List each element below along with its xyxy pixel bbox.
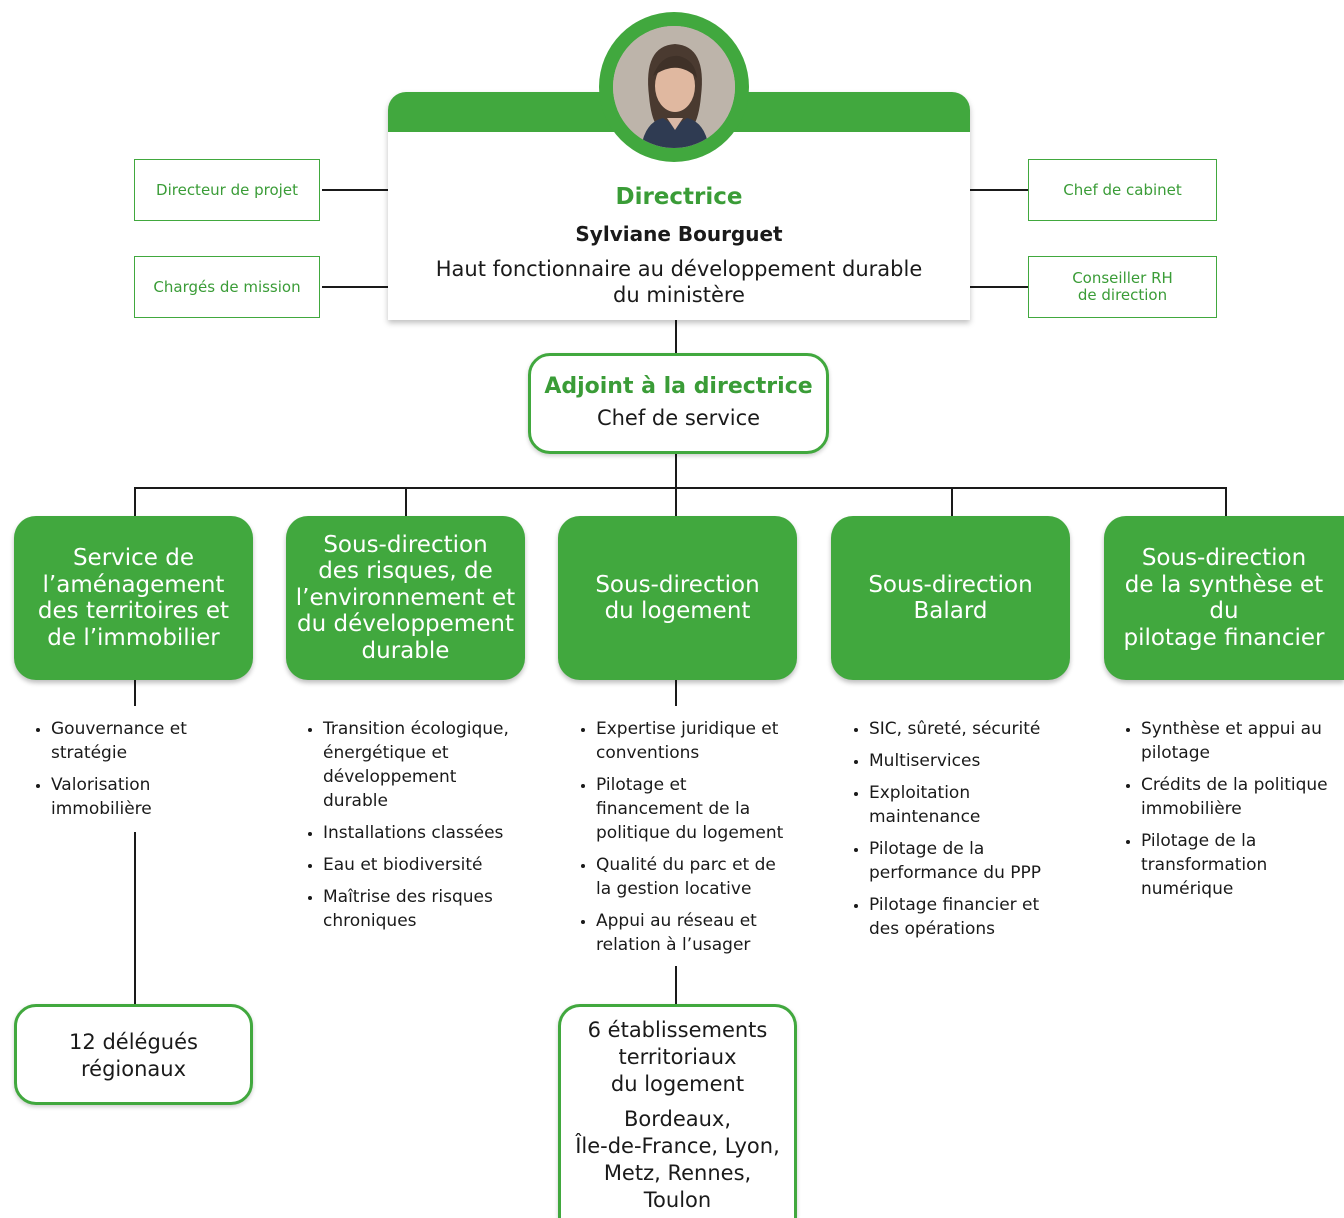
dept-2-name-line: Sous-direction bbox=[323, 531, 488, 558]
list-item: Installations classées bbox=[308, 821, 538, 845]
connector-dept-1 bbox=[134, 487, 136, 516]
establishments-city-line: Bordeaux, bbox=[623, 1107, 732, 1131]
connector-directeur-projet bbox=[322, 189, 388, 191]
connector-horizontal-bus bbox=[134, 487, 1226, 489]
director-title-line-2: du ministère bbox=[613, 283, 745, 307]
dept-5-name-line: Sous-direction bbox=[1141, 545, 1307, 571]
deputy-subtitle: Chef de service bbox=[596, 406, 761, 430]
directeur-de-projet-label: Directeur de projet bbox=[156, 180, 298, 199]
establishments-box: 6 établissements territoriaux du logemen… bbox=[558, 1004, 797, 1218]
dept-3-name-line: Sous-direction bbox=[595, 571, 760, 598]
dept-1-name-line: Service de bbox=[72, 545, 195, 571]
dept-4-name-line: Balard bbox=[913, 598, 988, 624]
dept-5-name-line: de la synthèse et du bbox=[1124, 571, 1324, 625]
connector-dept-4 bbox=[951, 487, 953, 516]
dept-3-name-line: du logement bbox=[604, 598, 751, 624]
deputy-role: Adjoint à la directrice bbox=[544, 374, 813, 399]
dept-2-name-line: des risques, de bbox=[318, 558, 493, 585]
dept-risques-box: Sous-direction des risques, de l’environ… bbox=[286, 516, 525, 680]
connector-dept3-establishments bbox=[675, 966, 677, 1004]
establishments-title-line: du logement bbox=[610, 1072, 745, 1096]
deputy-box: Adjoint à la directrice Chef de service bbox=[528, 353, 829, 454]
list-item: Multiservices bbox=[854, 749, 1074, 773]
connector-dept-5 bbox=[1225, 487, 1227, 516]
dept-1-name-line: des territoires et bbox=[37, 598, 230, 624]
charges-de-mission-label: Chargés de mission bbox=[153, 277, 301, 296]
director-photo-frame bbox=[599, 12, 749, 162]
connector-director-deputy bbox=[675, 320, 677, 353]
director-role: Directrice bbox=[615, 184, 743, 210]
connector-dept3-list bbox=[675, 680, 677, 706]
dept-synthese-box: Sous-direction de la synthèse et du pilo… bbox=[1104, 516, 1344, 680]
conseiller-rh-label-line-1: Conseiller RH bbox=[1072, 269, 1173, 287]
dept-amenagement-box: Service de l’aménagement des territoires… bbox=[14, 516, 253, 680]
director-photo bbox=[613, 26, 735, 148]
conseiller-rh-label-line-2: de direction bbox=[1077, 286, 1168, 304]
connector-dept-2 bbox=[405, 487, 407, 516]
regional-delegates-box: 12 délégués régionaux bbox=[14, 1004, 253, 1105]
connector-conseiller-rh bbox=[970, 286, 1028, 288]
regional-delegates-line-1: 12 délégués bbox=[69, 1030, 198, 1054]
director-title-line-1: Haut fonctionnaire au développement dura… bbox=[435, 257, 923, 281]
list-item: Eau et biodiversité bbox=[308, 853, 538, 877]
dept-5-name-line: pilotage financier bbox=[1123, 624, 1325, 651]
connector-dept1-regional bbox=[134, 832, 136, 1004]
establishments-title-line: territoriaux bbox=[618, 1045, 737, 1069]
dept-4-task-list: SIC, sûreté, sécurité Multiservices Expl… bbox=[854, 717, 1074, 949]
dept-2-name-line: du développement bbox=[297, 611, 514, 638]
directeur-de-projet-box: Directeur de projet bbox=[134, 159, 320, 221]
conseiller-rh-box: Conseiller RH de direction bbox=[1028, 256, 1217, 318]
connector-dept-3 bbox=[675, 487, 677, 516]
establishments-title-line: 6 établissements bbox=[587, 1018, 768, 1042]
dept-balard-box: Sous-direction Balard bbox=[831, 516, 1070, 680]
chef-de-cabinet-label: Chef de cabinet bbox=[1063, 180, 1182, 199]
director-portrait-icon bbox=[613, 26, 735, 148]
connector-chef-cabinet bbox=[970, 189, 1028, 191]
dept-4-name-line: Sous-direction bbox=[868, 571, 1033, 598]
dept-1-name-line: l’aménagement bbox=[42, 571, 225, 598]
connector-deputy-bus bbox=[675, 454, 677, 488]
establishments-city-line: Toulon bbox=[643, 1188, 712, 1212]
establishments-city-line: Île-de-France, Lyon, bbox=[575, 1134, 780, 1158]
list-item: SIC, sûreté, sécurité bbox=[854, 717, 1074, 741]
charges-de-mission-box: Chargés de mission bbox=[134, 256, 320, 318]
establishments-city-line: Metz, Rennes, bbox=[603, 1161, 752, 1185]
chef-de-cabinet-box: Chef de cabinet bbox=[1028, 159, 1217, 221]
dept-2-name-line: l’environnement et bbox=[295, 584, 516, 611]
director-name: Sylviane Bourguet bbox=[575, 222, 783, 246]
regional-delegates-line-2: régionaux bbox=[80, 1057, 187, 1081]
connector-dept1-list bbox=[134, 680, 136, 706]
dept-1-name-line: de l’immobilier bbox=[47, 624, 220, 651]
dept-logement-box: Sous-direction du logement bbox=[558, 516, 797, 680]
dept-2-name-line: durable bbox=[361, 637, 450, 664]
connector-charges-mission bbox=[322, 286, 388, 288]
